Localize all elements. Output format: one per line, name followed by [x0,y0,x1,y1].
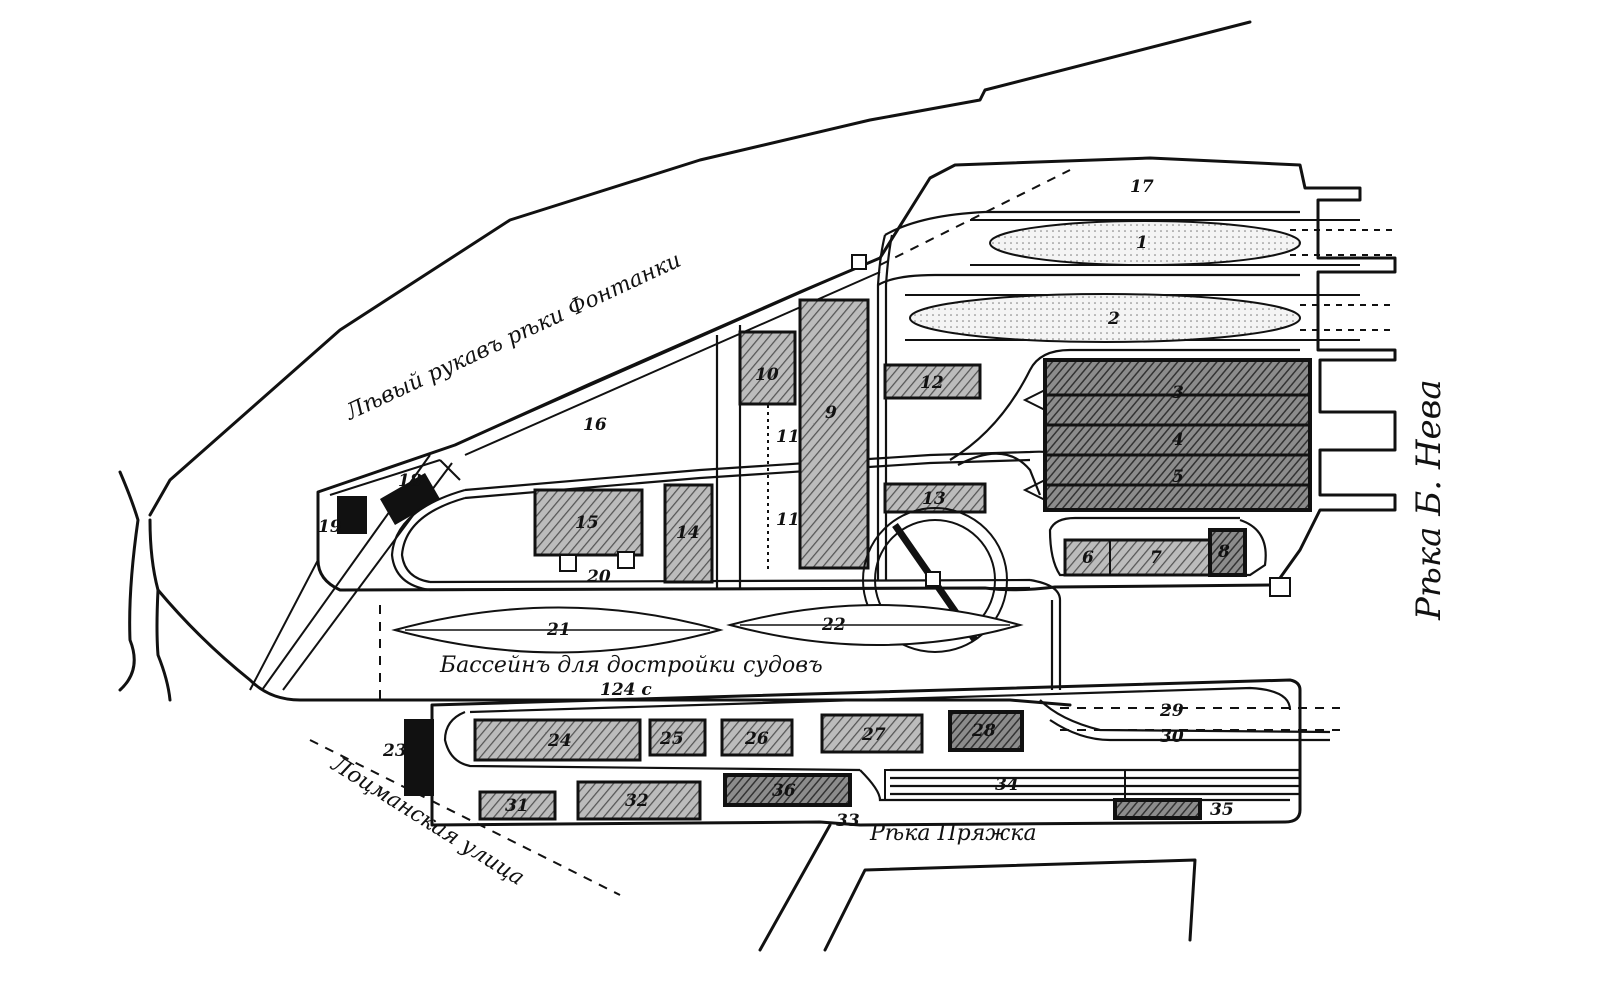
label-28: 28 [971,721,996,741]
label-11b: 11 [776,510,800,530]
label-4: 4 [1172,430,1184,450]
building-12: 12 [883,363,982,400]
label-3: 3 [1172,383,1184,403]
basin-label: Бассейнъ для достройки судовъ [439,653,823,678]
label-1: 1 [1136,233,1148,253]
label-11a: 11 [776,427,800,447]
building-34: 34 [884,769,1126,801]
building-32: 32 [576,780,702,821]
label-13: 13 [922,489,946,509]
building-35: 35 [1113,798,1234,820]
label-22: 22 [821,615,846,635]
label-34: 34 [995,775,1019,795]
slipway-1: 1 [970,219,1395,266]
label-9: 9 [825,403,837,423]
label-27: 27 [861,725,886,745]
label-23: 23 [382,741,407,761]
label-33: 33 [836,811,860,831]
lower-yard-boundary [430,678,1340,827]
track-11: 11 11 [767,405,800,570]
river-neva-label: Рѣка Б. Нева [1409,379,1449,621]
building-23: 23 [382,719,434,796]
building-36: 36 [723,773,852,807]
label-8: 8 [1217,542,1230,562]
label-26: 26 [744,729,769,749]
label-12: 12 [920,373,944,393]
label-31: 31 [505,796,529,816]
crane-icon [1269,577,1291,597]
building-15: 15 20 [533,488,644,587]
label-16: 16 [583,415,607,435]
label-17: 17 [1130,177,1154,197]
label-24: 24 [547,731,572,751]
building-14: 14 [663,483,714,584]
label-5: 5 [1172,467,1184,487]
label-32: 32 [625,791,649,811]
building-24: 24 [473,718,642,762]
label-10: 10 [755,365,779,385]
label-2: 2 [1107,309,1120,329]
covered-slipways: 3 4 5 [1022,358,1312,512]
boundary-dashed-north [879,169,1071,266]
building-28: 28 [948,710,1024,752]
label-14: 14 [676,523,700,543]
basin-depth-label: 124 с [600,680,652,700]
label-25: 25 [659,729,684,749]
building-26: 26 [720,718,794,757]
building-9: 9 [798,298,870,570]
label-19: 19 [318,517,342,537]
label-18: 18 [398,471,422,491]
pryazhka-river-label: Рѣка Пряжка [869,821,1037,846]
label-15: 15 [575,513,599,533]
label-36: 36 [772,781,796,801]
ship-22: 22 [726,604,1024,646]
left-branch-fontanka-label: Лѣвый рукавъ рѣки Фонтанки [341,248,685,426]
label-20: 20 [586,567,611,587]
building-25: 25 [648,718,707,757]
gate-house-icon [851,254,867,270]
label-35: 35 [1210,800,1234,820]
buildings-6-7-8: 6 7 8 [1063,528,1291,597]
ship-21: 21 [391,606,724,654]
lotsmanskaya-street-line [309,739,621,896]
label-6: 6 [1082,548,1094,568]
label-21: 21 [546,620,571,640]
buildings-18-19: 18 19 [318,471,441,537]
building-10: 10 [738,330,797,406]
pryazhka-banks [758,823,1197,952]
building-27: 27 [820,713,924,754]
building-31: 31 [478,790,557,821]
label-29: 29 [1159,701,1184,721]
tracks-29-30: 29 30 [1159,701,1184,747]
slipway-2: 2 [905,293,1395,343]
label-30: 30 [1160,727,1184,747]
label-7: 7 [1150,548,1162,568]
